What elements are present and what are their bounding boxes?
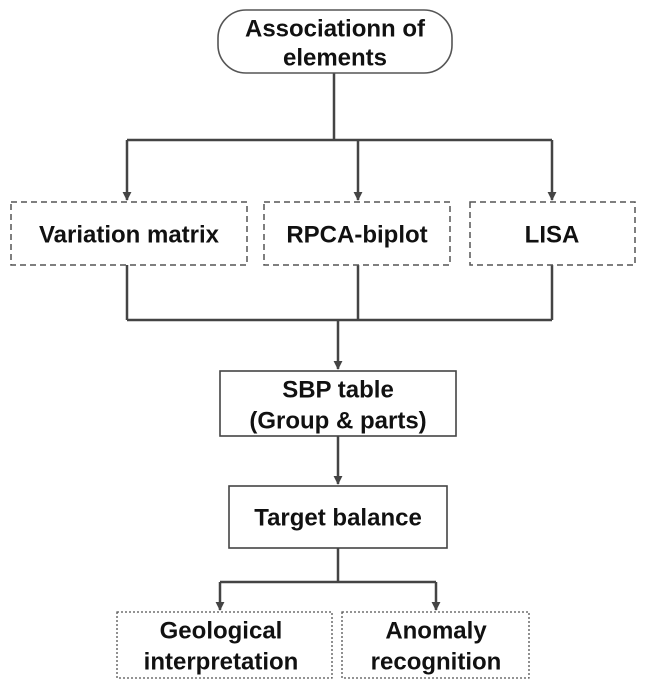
lisa-label: LISA [525,222,580,249]
association-label-line2: elements [283,45,387,72]
node-lisa: LISA [469,201,636,266]
node-rpca-biplot: RPCA-biplot [263,201,451,266]
node-target-balance: Target balance [228,485,448,549]
sbp-table-label-line2: (Group & parts) [249,408,426,435]
target-balance-label: Target balance [254,505,422,532]
variation-matrix-label: Variation matrix [39,222,220,249]
sbp-table-label-line1: SBP table [282,377,394,404]
geological-label-line2: interpretation [144,649,299,676]
node-association-of-elements: Associationn of elements [217,9,453,74]
geological-label-line1: Geological [160,618,283,645]
node-sbp-table: SBP table (Group & parts) [219,370,457,437]
anomaly-label-line1: Anomaly [385,618,487,645]
node-geological-interpretation: Geological interpretation [116,611,333,679]
node-anomaly-recognition: Anomaly recognition [341,611,530,679]
connectors [122,72,557,611]
association-label-line1: Associationn of [245,16,426,43]
anomaly-label-line2: recognition [371,649,502,676]
node-variation-matrix: Variation matrix [10,201,248,266]
rpca-biplot-label: RPCA-biplot [286,222,427,249]
